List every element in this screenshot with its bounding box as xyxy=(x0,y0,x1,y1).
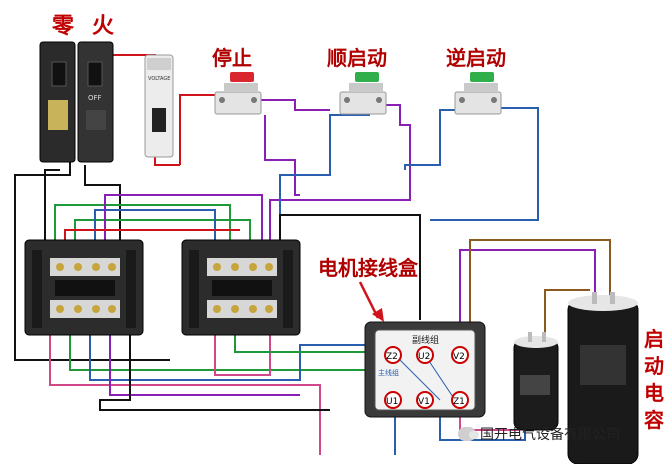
reverse-start-label: 逆启动 xyxy=(446,46,506,70)
breaker-off-text: OFF xyxy=(88,94,102,102)
breaker-window xyxy=(48,100,68,130)
start-capacitor-label: 启动电容 xyxy=(644,327,664,432)
neutral-label: 零 xyxy=(52,14,75,39)
motor-box-title: 副线组 xyxy=(412,334,439,346)
surge-protector: VOLTAGE xyxy=(144,54,174,158)
motor-box-label: 电机接线盒 xyxy=(318,256,418,280)
black-bottom xyxy=(99,335,330,411)
breaker-right-pole xyxy=(77,41,114,163)
surge-brand: VOLTAGE xyxy=(148,76,170,82)
live-label: 火 xyxy=(92,14,115,39)
wechat-icon xyxy=(458,427,479,441)
live-wire-stop xyxy=(179,94,220,165)
large-capacitor xyxy=(567,292,639,464)
svg-text:U1: U1 xyxy=(386,397,398,407)
main-winding-label: 主线组 xyxy=(378,368,399,377)
contactor-left xyxy=(24,239,144,336)
neutral-black-1 xyxy=(14,160,170,361)
terminal-v2: V2 xyxy=(451,346,469,364)
brown-cap-2 xyxy=(544,289,590,345)
pointer-arrowhead xyxy=(372,308,384,322)
terminal-u2: U2 xyxy=(416,346,434,364)
breaker-window-2 xyxy=(86,110,106,130)
brown-cap xyxy=(469,239,611,340)
pink-bottom xyxy=(49,330,321,455)
svg-text:U2: U2 xyxy=(418,352,430,362)
terminal-v1: V1 xyxy=(416,391,434,409)
green-wire-2 xyxy=(74,219,251,250)
motor-terminal-box: 副线组 主线组 Z2 U2 V2 U1 V1 Z1 xyxy=(364,321,486,418)
neutral-black-3 xyxy=(44,169,60,250)
contactor-right xyxy=(181,239,301,336)
green-wire-1 xyxy=(54,204,231,250)
reverse-blue xyxy=(404,109,455,170)
blue-bottom xyxy=(89,330,380,381)
reverse-button xyxy=(454,72,502,115)
purple-wire-1 xyxy=(104,194,263,240)
purple-bottom xyxy=(109,330,300,396)
stop-button xyxy=(214,72,262,115)
terminal-u1: U1 xyxy=(384,391,402,409)
svg-text:V2: V2 xyxy=(453,352,465,362)
stop-to-forward xyxy=(250,99,330,111)
stop-down-purple xyxy=(264,115,300,196)
stop-label: 停止 xyxy=(212,46,252,70)
svg-text:Z1: Z1 xyxy=(453,397,465,407)
reverse-blue-2 xyxy=(430,107,539,221)
purple-v2 xyxy=(459,249,596,350)
svg-text:Z2: Z2 xyxy=(386,352,398,362)
forward-start-label: 顺启动 xyxy=(327,46,387,70)
watermark-text: 国开电气设备有限公司 xyxy=(480,427,620,443)
main-breaker: OFF xyxy=(39,41,114,163)
neutral-black-2 xyxy=(84,165,121,245)
breaker-handle-2 xyxy=(87,61,103,87)
forward-purple xyxy=(269,104,411,240)
green-bottom xyxy=(69,330,390,371)
terminal-z1: Z1 xyxy=(451,391,469,409)
pointer-arrow xyxy=(358,281,380,319)
forward-button xyxy=(339,72,387,115)
svg-text:V1: V1 xyxy=(418,397,430,407)
green-right xyxy=(234,330,378,353)
terminal-z2: Z2 xyxy=(384,346,402,364)
forward-to-reverse xyxy=(279,114,370,240)
watermark: 国开电气设备有限公司 xyxy=(458,424,620,444)
small-capacitor xyxy=(513,332,559,431)
breaker-handle xyxy=(51,61,67,87)
